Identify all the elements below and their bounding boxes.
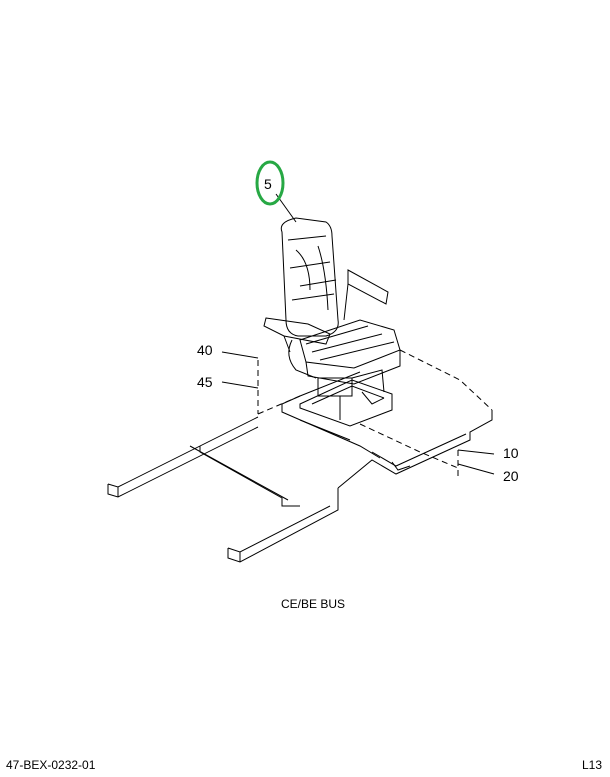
page-code: L13: [581, 758, 602, 772]
seat-base: [299, 369, 393, 427]
callout-10[interactable]: 10: [503, 445, 519, 461]
callout-20[interactable]: 20: [503, 468, 519, 484]
driver-seat: [263, 217, 401, 385]
floor-frame: [107, 349, 493, 563]
leader-lines: [221, 193, 495, 475]
drawing-number: 47-BEX-0232-01: [6, 758, 96, 772]
callout-5[interactable]: 5: [264, 176, 272, 192]
callout-40[interactable]: 40: [197, 342, 213, 358]
diagram-caption: CE/BE BUS: [281, 597, 345, 611]
callout-highlight-ring: [255, 160, 285, 206]
callout-45[interactable]: 45: [197, 374, 213, 390]
